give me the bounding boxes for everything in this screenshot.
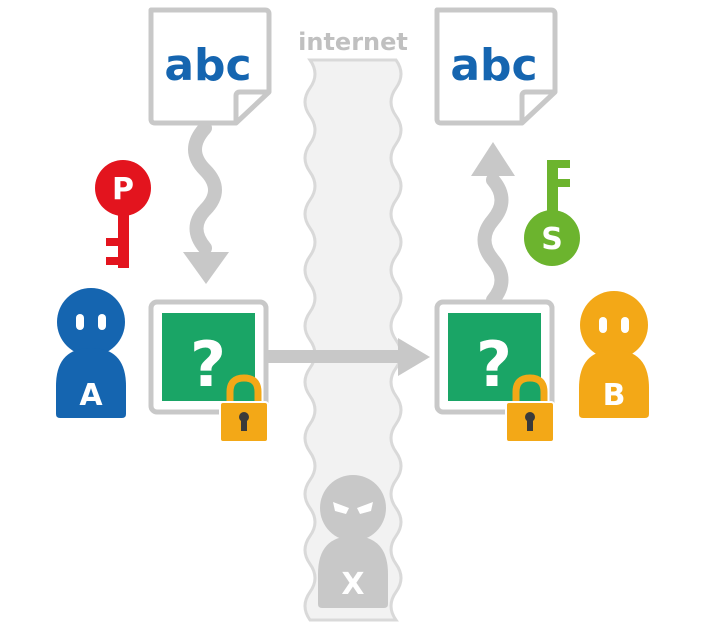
person-a-head xyxy=(57,288,125,356)
receiver-lock-icon xyxy=(505,374,555,443)
person-b-eye-left xyxy=(599,317,607,333)
transfer-arrow-head xyxy=(398,338,430,376)
receiver-document-page xyxy=(434,7,558,126)
receiver-document-fold xyxy=(519,89,555,123)
sender-keyhole-slot xyxy=(241,418,247,431)
receiver-keyhole-slot xyxy=(527,418,533,431)
person-b-label: B xyxy=(603,378,626,413)
internet-channel: internet xyxy=(298,28,408,622)
sender-document-page xyxy=(148,7,272,126)
internet-channel-shape xyxy=(303,58,403,622)
public-key-bow xyxy=(95,160,151,216)
sender-lock-icon xyxy=(219,374,269,443)
person-a-icon: A xyxy=(56,288,126,418)
person-a-label: A xyxy=(79,378,103,413)
secret-key-bow xyxy=(524,210,580,266)
sender-encrypted-symbol: ? xyxy=(190,328,226,401)
receiver-document-text: abc xyxy=(450,40,537,91)
encrypt-arrow-head xyxy=(183,252,229,284)
person-b-icon: B xyxy=(579,291,649,418)
receiver-encrypted-fill xyxy=(448,313,541,401)
secret-key-tooth-1 xyxy=(556,160,570,168)
encrypt-arrow-line xyxy=(188,121,222,255)
sender-encrypted-fill xyxy=(162,313,255,401)
secret-key-icon: S xyxy=(524,160,580,266)
transfer-arrow-line xyxy=(268,350,403,363)
person-b-head xyxy=(580,291,648,359)
transfer-arrow xyxy=(268,338,430,376)
receiver-document: abc xyxy=(434,7,558,126)
sender-document-fold xyxy=(233,89,269,123)
eavesdropper-eye-right xyxy=(357,502,373,514)
eavesdropper-body xyxy=(318,536,388,608)
sender-encrypted-box: ? xyxy=(148,299,269,415)
receiver-lock-shackle xyxy=(512,374,548,405)
eavesdropper-eye-left xyxy=(333,502,349,514)
decrypt-arrow xyxy=(471,142,515,307)
eavesdropper-head xyxy=(320,475,386,541)
encrypt-arrow xyxy=(183,121,229,284)
decrypt-arrow-line xyxy=(477,173,509,307)
public-key-tooth-2 xyxy=(106,257,120,265)
person-a-eye-right xyxy=(98,314,106,330)
secret-key-tooth-2 xyxy=(556,179,570,187)
secret-key-shaft xyxy=(547,160,558,216)
receiver-encrypted-symbol: ? xyxy=(476,328,512,401)
eavesdropper-label: X xyxy=(341,567,364,602)
internet-label: internet xyxy=(298,28,408,56)
eavesdropper-icon: X xyxy=(318,475,388,608)
person-b-body xyxy=(579,350,649,418)
sender-document-text: abc xyxy=(164,40,251,91)
person-b-eye-right xyxy=(621,317,629,333)
public-key-icon: P xyxy=(95,160,151,268)
public-key-letter: P xyxy=(112,172,134,207)
sender-lock-shackle xyxy=(226,374,262,405)
decrypt-arrow-head xyxy=(471,142,515,176)
person-a-eye-left xyxy=(76,314,84,330)
secret-key-letter: S xyxy=(541,222,563,257)
receiver-encrypted-box: ? xyxy=(434,299,555,415)
public-key-tooth-1 xyxy=(106,238,120,246)
public-key-shaft xyxy=(118,212,129,268)
person-a-body xyxy=(56,348,126,418)
sender-document: abc xyxy=(148,7,272,126)
